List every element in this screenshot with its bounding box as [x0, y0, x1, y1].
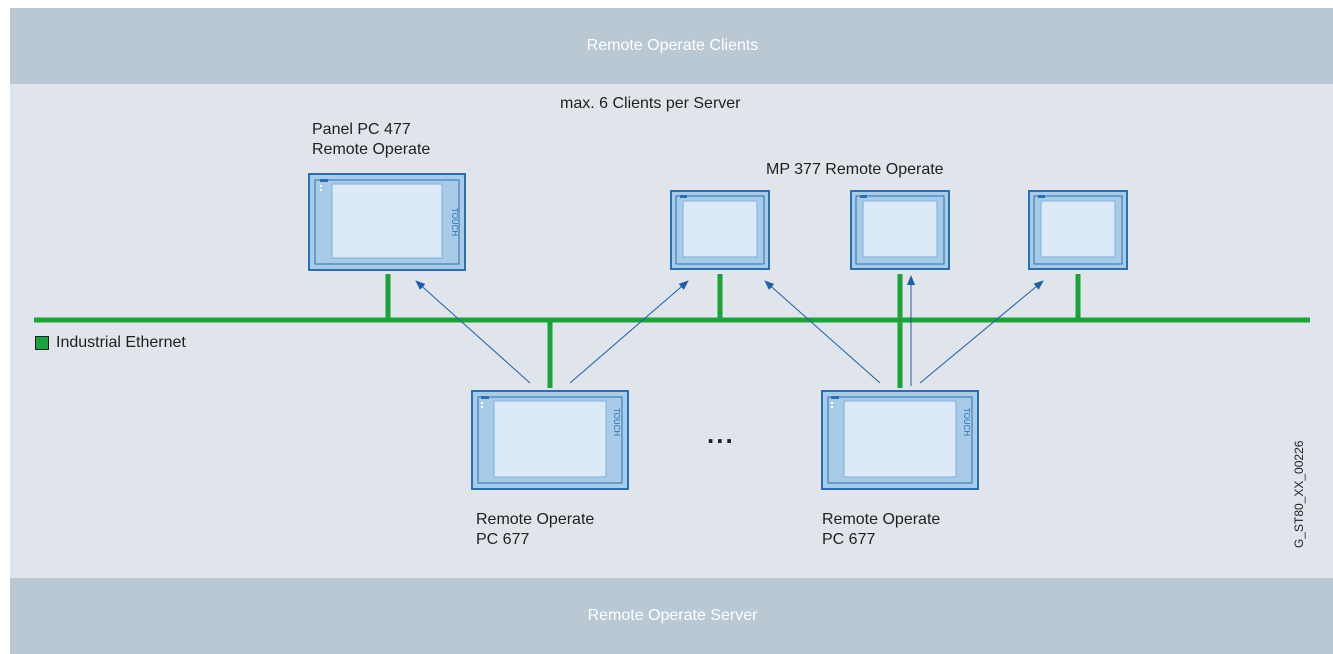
panel-pc-label-line2: Remote Operate: [312, 141, 431, 158]
server1-label-line2: PC 677: [476, 531, 530, 548]
mp377-device-2[interactable]: [850, 190, 950, 270]
mp377-device-3[interactable]: [1028, 190, 1128, 270]
ethernet-legend-swatch: [35, 336, 49, 350]
ellipsis: ...: [707, 419, 735, 449]
server2-label-line1: Remote Operate: [822, 511, 941, 528]
network-diagram: TOUCH: [34, 173, 1310, 490]
arrow-server2-to-mp377-1: [764, 280, 881, 384]
legend: Industrial Ethernet: [35, 333, 186, 353]
touch-text: TOUCH: [450, 208, 459, 237]
server-band: Remote Operate Server: [10, 578, 1333, 654]
server2-label-line2: PC 677: [822, 531, 876, 548]
remote-operate-pc677-1[interactable]: TOUCH: [471, 390, 629, 490]
server1-label-line1: Remote Operate: [476, 511, 595, 528]
panel-pc-477-device[interactable]: TOUCH: [308, 173, 466, 271]
touch-text: TOUCH: [962, 408, 971, 437]
diagram-canvas: Remote Operate Clients Remote Operate Se…: [10, 8, 1333, 654]
remote-operate-pc677-2[interactable]: TOUCH: [821, 390, 979, 490]
panel-pc-label-line1: Panel PC 477: [312, 121, 411, 138]
arrow-server1-to-mp377-1: [569, 280, 689, 384]
mp377-label: MP 377 Remote Operate: [766, 161, 944, 178]
arrow-server2-to-mp377-3: [919, 280, 1044, 384]
server-band-title: Remote Operate Server: [587, 607, 758, 624]
clients-band: Remote Operate Clients: [10, 8, 1333, 84]
figure-id: G_ST80_XX_00226: [1292, 440, 1306, 548]
clients-band-title: Remote Operate Clients: [586, 37, 759, 54]
mp377-device-1[interactable]: [670, 190, 770, 270]
arrow-server1-to-panel-pc: [415, 280, 531, 384]
max-clients-note: max. 6 Clients per Server: [560, 95, 741, 112]
touch-text: TOUCH: [612, 408, 621, 437]
ethernet-legend-label: Industrial Ethernet: [56, 334, 186, 351]
